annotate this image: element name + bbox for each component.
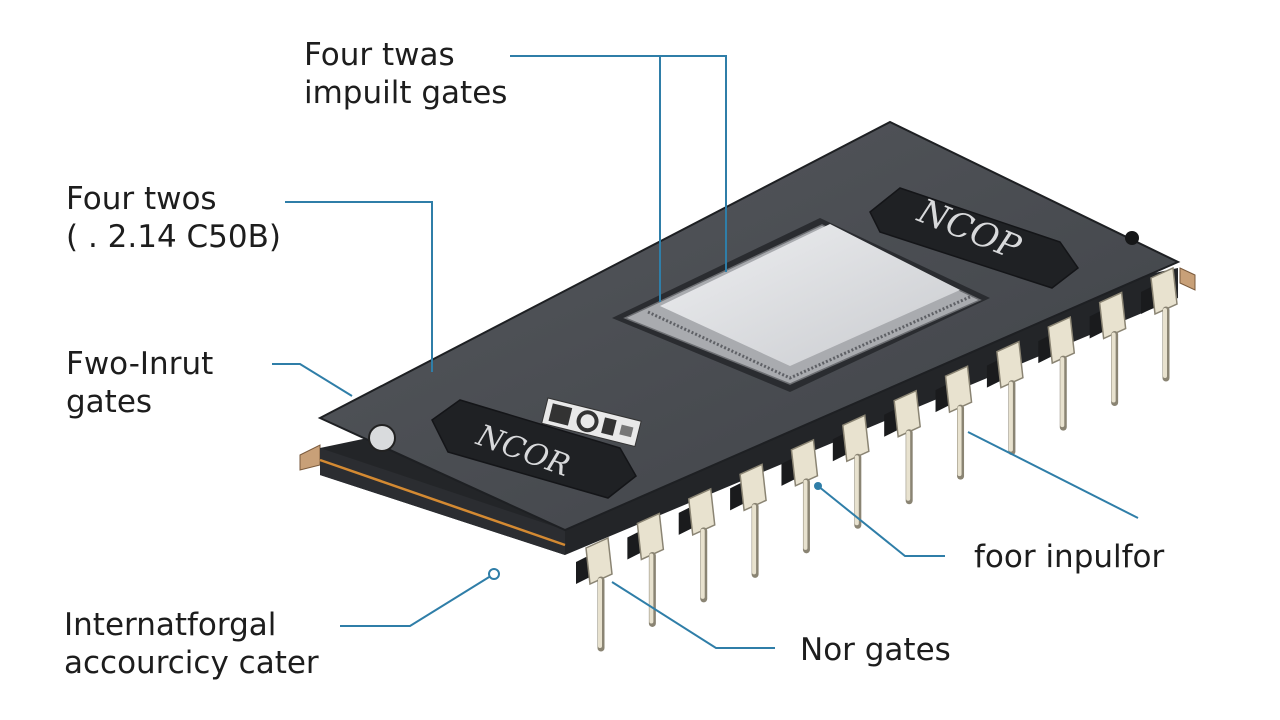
seam-marker — [488, 568, 500, 580]
rear-lead-frame — [299, 444, 321, 471]
leader-right — [817, 485, 945, 557]
orientation-dot — [1125, 231, 1139, 245]
front-pin-shoulder — [842, 414, 870, 463]
die-pad-ring — [647, 294, 973, 380]
front-pin-shoulder — [636, 512, 665, 561]
lower-marking-plate — [431, 399, 637, 499]
die-surface — [660, 224, 960, 366]
leader-left-upper — [285, 201, 433, 372]
pin1-dimple — [368, 424, 396, 452]
leader-top-b — [660, 55, 727, 272]
body-seam-line — [319, 458, 566, 547]
leader-left-middle — [272, 363, 353, 397]
front-pin-row — [585, 266, 1178, 652]
front-pin-shoulder — [893, 389, 921, 438]
front-pin-shoulder — [1150, 266, 1178, 316]
callout-left-upper: Four twos( . 2.14 C50B) — [66, 181, 281, 255]
leader-lines — [272, 55, 1139, 649]
pin-marker — [814, 482, 822, 490]
leader-left-bottom — [340, 573, 495, 627]
front-pin-shoulder — [1047, 315, 1076, 365]
logo-mark — [541, 397, 642, 448]
front-pin-shoulder — [687, 487, 716, 537]
front-pin-shoulder — [790, 438, 819, 487]
front-pin-shoulder — [944, 365, 973, 414]
right-lead-frame — [1179, 267, 1196, 291]
front-pin-shoulder — [585, 536, 613, 586]
callout-bottom: Nor gates — [800, 632, 951, 668]
front-pin-shoulder — [1098, 291, 1127, 340]
leader-right-upper — [967, 431, 1139, 519]
front-pin-shoulder — [996, 340, 1024, 389]
leader-bottom — [611, 581, 775, 649]
upper-marking-plate — [869, 187, 1080, 289]
callout-right: foor inpulfor — [974, 539, 1165, 575]
front-pin-shoulder — [739, 463, 767, 512]
